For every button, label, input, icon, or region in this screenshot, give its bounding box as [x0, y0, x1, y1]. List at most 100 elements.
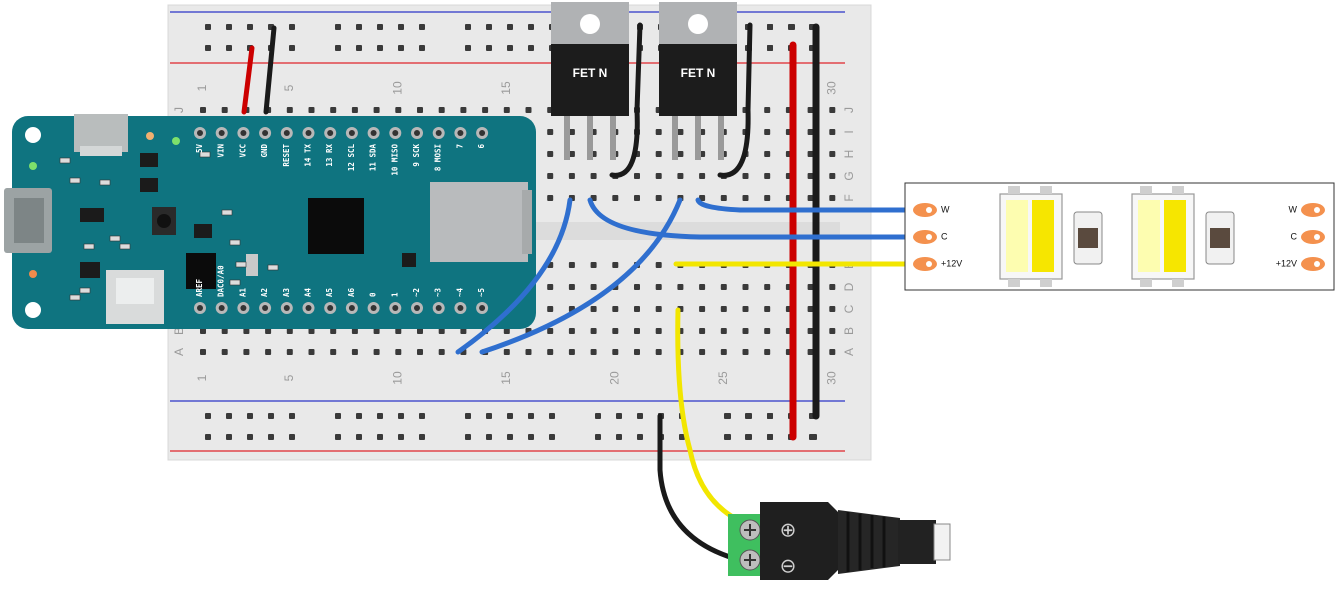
breadboard-hole: [356, 413, 362, 419]
breadboard-hole: [507, 413, 513, 419]
breadboard-hole: [547, 349, 554, 355]
smd-resistor: [83, 243, 95, 250]
battery-connector: [74, 114, 128, 152]
row-letter: A: [172, 348, 186, 356]
breadboard-hole: [465, 413, 471, 419]
breadboard-hole: [226, 413, 232, 419]
pin-label: RESET: [282, 144, 291, 167]
breadboard-hole: [720, 284, 727, 290]
fet2-ground-wire: [717, 22, 753, 178]
breadboard-hole: [200, 107, 206, 113]
breadboard-hole: [486, 413, 492, 419]
breadboard-hole: [465, 434, 471, 440]
pin-label: GND: [260, 144, 269, 158]
pin-label: A6: [347, 287, 356, 297]
row-letter: A: [842, 348, 856, 356]
breadboard-hole: [679, 434, 685, 440]
breadboard-hole: [720, 349, 727, 355]
pad-label: +12V: [1276, 258, 1297, 268]
breadboard-hole: [335, 45, 341, 51]
plus-symbol: ⊕: [780, 519, 797, 541]
breadboard-hole: [634, 195, 640, 201]
breadboard-hole: [377, 434, 383, 440]
breadboard-hole: [226, 45, 232, 51]
row-letter: F: [842, 194, 856, 201]
breadboard-hole: [829, 349, 836, 355]
breadboard-hole: [395, 328, 402, 334]
breadboard-hole: [377, 413, 383, 419]
breadboard-hole: [568, 328, 575, 334]
breadboard-hole: [226, 434, 232, 440]
breadboard-hole: [655, 349, 662, 355]
breadboard-hole: [807, 129, 814, 135]
breadboard-hole: [417, 328, 423, 334]
pin-label: A4: [304, 287, 313, 297]
breadboard-hole: [503, 328, 510, 334]
breadboard-hole: [308, 107, 315, 113]
breadboard-hole: [289, 45, 295, 51]
breadboard-hole: [335, 24, 341, 30]
breadboard-hole: [486, 434, 492, 440]
mosfet-label: FET N: [573, 66, 608, 80]
breadboard-hole: [200, 349, 206, 355]
mosfet-lead: [610, 116, 616, 160]
blue-wire-d5-to-fet2: [479, 197, 683, 355]
regulator-chip: [186, 253, 216, 289]
breadboard-hole: [590, 173, 597, 179]
breadboard-hole: [528, 434, 534, 440]
breadboard-hole: [308, 349, 315, 355]
column-number: 1: [195, 84, 209, 91]
breadboard-hole: [811, 434, 817, 440]
breadboard-hole: [764, 284, 771, 290]
breadboard-hole: [221, 328, 228, 334]
blue-wire-c-channel: [587, 197, 925, 240]
breadboard-hole: [637, 434, 643, 440]
breadboard-hole: [807, 151, 814, 157]
breadboard-hole: [655, 173, 662, 179]
row-letter: B: [172, 327, 186, 335]
breadboard-hole: [525, 349, 532, 355]
breadboard-hole: [438, 107, 445, 113]
breadboard-hole: [745, 434, 751, 440]
breadboard-hole: [373, 328, 380, 334]
breadboard-hole: [720, 328, 727, 334]
breadboard-hole: [612, 195, 619, 201]
breadboard-hole: [807, 284, 814, 290]
breadboard-hole: [289, 434, 295, 440]
breadboard-hole: [634, 328, 640, 334]
breadboard-hole: [677, 129, 684, 135]
breadboard-hole: [767, 434, 773, 440]
breadboard-hole: [829, 328, 836, 334]
smd-resistor: [235, 261, 247, 268]
breadboard-hole: [335, 413, 341, 419]
breadboard-hole: [568, 349, 575, 355]
strip-pad: [913, 257, 937, 271]
breadboard-hole: [398, 413, 404, 419]
breadboard-hole: [568, 173, 575, 179]
breadboard-hole: [829, 107, 836, 113]
breadboard-hole: [699, 306, 706, 312]
breadboard-hole: [507, 24, 513, 30]
breadboard-hole: [724, 434, 730, 440]
pin-label: AREF: [195, 278, 204, 297]
breadboard-hole: [330, 107, 337, 113]
breadboard-hole: [655, 195, 662, 201]
breadboard-hole: [335, 434, 341, 440]
breadboard-hole: [829, 151, 836, 157]
breadboard-hole: [419, 45, 425, 51]
breadboard-hole: [547, 306, 554, 312]
row-letter: J: [172, 107, 186, 113]
breadboard-hole: [764, 195, 771, 201]
column-number: 1: [195, 374, 209, 381]
strip-pad: [1301, 257, 1325, 271]
breadboard-hole: [655, 262, 662, 268]
breadboard-hole: [590, 262, 597, 268]
breadboard-hole: [289, 413, 295, 419]
breadboard-hole: [637, 413, 643, 419]
breadboard-hole: [398, 434, 404, 440]
smd-resistor: [79, 287, 91, 294]
column-number: 5: [282, 84, 296, 91]
breadboard-hole: [289, 24, 295, 30]
